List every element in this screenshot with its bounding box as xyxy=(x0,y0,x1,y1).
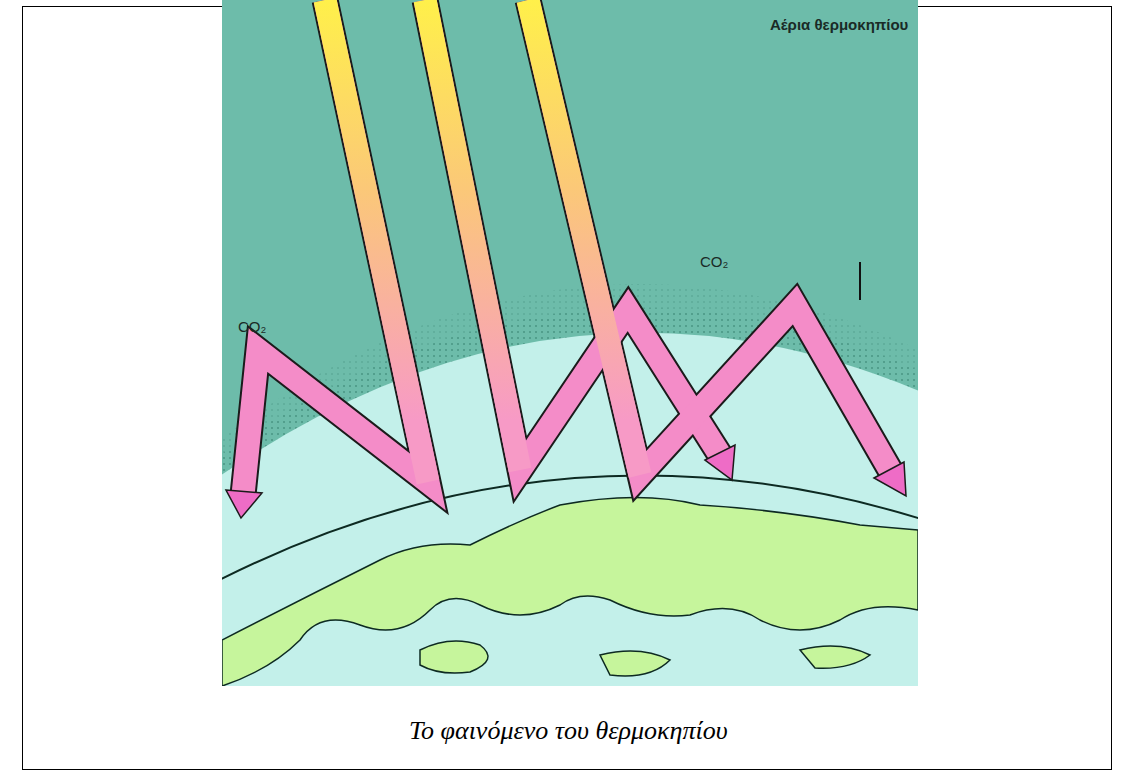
caption: Το φαινόμενο του θερμοκηπίου xyxy=(409,716,728,746)
co2-label: CO₂ xyxy=(238,318,266,335)
co2-label: CO₂ xyxy=(700,253,728,270)
gas-label: Αέρια θερμοκηπίου xyxy=(770,16,908,33)
